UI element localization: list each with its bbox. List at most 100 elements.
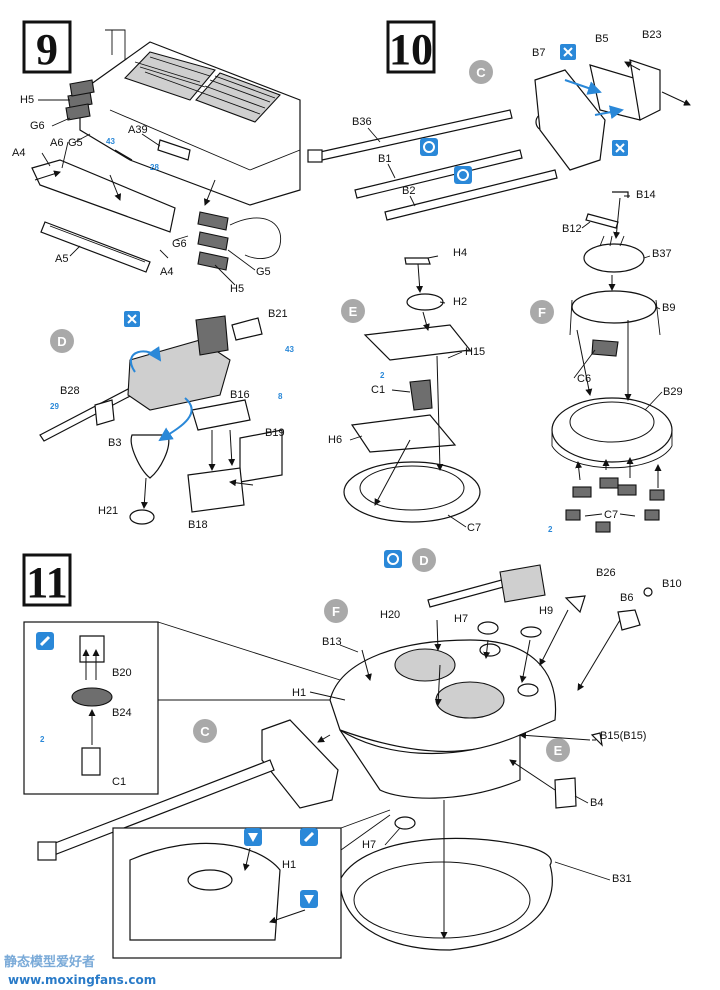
part-b24 <box>71 687 113 707</box>
label-b10: B10 <box>662 578 682 590</box>
label-h4: H4 <box>453 247 467 259</box>
part-b37 <box>583 235 645 273</box>
part-h7 <box>477 621 499 635</box>
part-b3 <box>130 434 170 479</box>
label-h5-b: H5 <box>230 283 244 295</box>
part-b4 <box>554 777 577 809</box>
part-a6 <box>31 159 176 233</box>
label-b14: B14 <box>636 189 656 201</box>
glue-icon <box>300 828 318 846</box>
label-h5-a: H5 <box>20 94 34 106</box>
part-c7-set <box>565 477 665 533</box>
label-b1: B1 <box>378 153 391 165</box>
part-b29 <box>551 397 673 469</box>
step-10-number: 10 <box>389 25 433 74</box>
subassembly-f-ref: F <box>324 599 348 623</box>
svg-text:D: D <box>419 553 428 568</box>
label-b20: B20 <box>112 667 132 679</box>
engine-deck <box>79 29 301 206</box>
ref-2b: 2 <box>548 525 553 534</box>
part-c1-inset <box>81 747 101 776</box>
part-a39-bar <box>114 149 133 161</box>
part-b6 <box>617 609 641 631</box>
label-h6: C7 <box>467 522 481 534</box>
part-b28 <box>94 399 115 426</box>
label-a6: A6 <box>50 137 63 149</box>
watermark-cn: 静态模型爱好者 <box>4 954 95 970</box>
subassembly-e-ref: E <box>546 738 570 762</box>
step-9: 9 <box>12 20 301 295</box>
watermark-url: www.moxingfans.com <box>8 973 156 987</box>
svg-text:C: C <box>200 724 210 739</box>
subassembly-c-ref: C <box>193 719 217 743</box>
label-h7-lower: H7 <box>362 839 376 851</box>
label-h21: H21 <box>98 505 118 517</box>
glue-icon <box>36 632 54 650</box>
label-b29: B29 <box>663 386 683 398</box>
label-g6-b: G6 <box>172 238 187 250</box>
label-b4: B4 <box>590 797 603 809</box>
part-h21 <box>129 509 155 525</box>
turret-body <box>329 639 557 799</box>
part-c1 <box>409 379 433 411</box>
ref-29: 29 <box>50 402 59 411</box>
label-h2: H2 <box>453 296 467 308</box>
label-h9: H9 <box>539 605 553 617</box>
label-h16: H6 <box>328 434 342 446</box>
cement-icon <box>300 890 318 908</box>
label-b28: B28 <box>60 385 80 397</box>
label-b7: B7 <box>532 47 545 59</box>
subassembly-d: D B21 B28 B16 B3 B19 H21 B18 43 29 8 <box>39 308 294 531</box>
turret-mantlet <box>261 719 339 809</box>
part-b20 <box>79 635 105 663</box>
label-b5: B5 <box>595 33 608 45</box>
label-b23: B23 <box>642 29 662 41</box>
cross-out-icon <box>560 44 576 60</box>
label-b19: B19 <box>265 427 285 439</box>
part-b7 <box>534 69 606 171</box>
part-c6 <box>591 339 619 357</box>
step-9-box <box>22 20 72 74</box>
label-h15: H15 <box>465 346 485 358</box>
part-h4 <box>404 257 431 265</box>
label-b3: B3 <box>108 437 121 449</box>
label-b2: B2 <box>402 185 415 197</box>
label-c1: C1 <box>371 384 385 396</box>
part-a5 <box>40 221 151 273</box>
label-b37: B37 <box>652 248 672 260</box>
cross-out-icon <box>124 311 140 327</box>
label-b9: B9 <box>662 302 675 314</box>
label-h20: H20 <box>380 609 400 621</box>
subassembly-e: E <box>341 299 365 323</box>
part-b2 <box>384 169 558 221</box>
svg-text:E: E <box>554 743 563 758</box>
inset-periscope: B20 B24 C1 2 <box>23 621 341 795</box>
subassembly-c-top: C <box>469 60 493 84</box>
step-11-box <box>22 553 72 607</box>
part-h16 <box>350 414 457 453</box>
part-b26 <box>564 595 586 614</box>
step-11-number: 11 <box>26 558 68 607</box>
rotate-icon <box>454 166 472 184</box>
label-b18: B18 <box>188 519 208 531</box>
label-b13: B13 <box>322 636 342 648</box>
svg-text:F: F <box>538 305 546 320</box>
part-g5-g6-right <box>197 211 282 271</box>
ref-8: 8 <box>278 392 283 401</box>
part-h15 <box>363 324 472 361</box>
part-b14 <box>612 191 629 198</box>
label-b12: B12 <box>562 223 582 235</box>
label-c6: C6 <box>577 373 591 385</box>
svg-text:D: D <box>57 334 66 349</box>
part-h7-lower <box>394 816 416 830</box>
label-b36: B36 <box>352 116 372 128</box>
muzzle-brake <box>37 841 57 861</box>
label-b31: B31 <box>612 873 632 885</box>
inset-h1: H1 <box>112 809 391 959</box>
part-b19 <box>239 429 283 483</box>
label-g5-b: G5 <box>256 266 271 278</box>
step-9-number: 9 <box>36 25 58 74</box>
ref-2c: 2 <box>40 735 45 744</box>
label-g5-a: G5 <box>68 137 83 149</box>
label-b26: B26 <box>596 567 616 579</box>
